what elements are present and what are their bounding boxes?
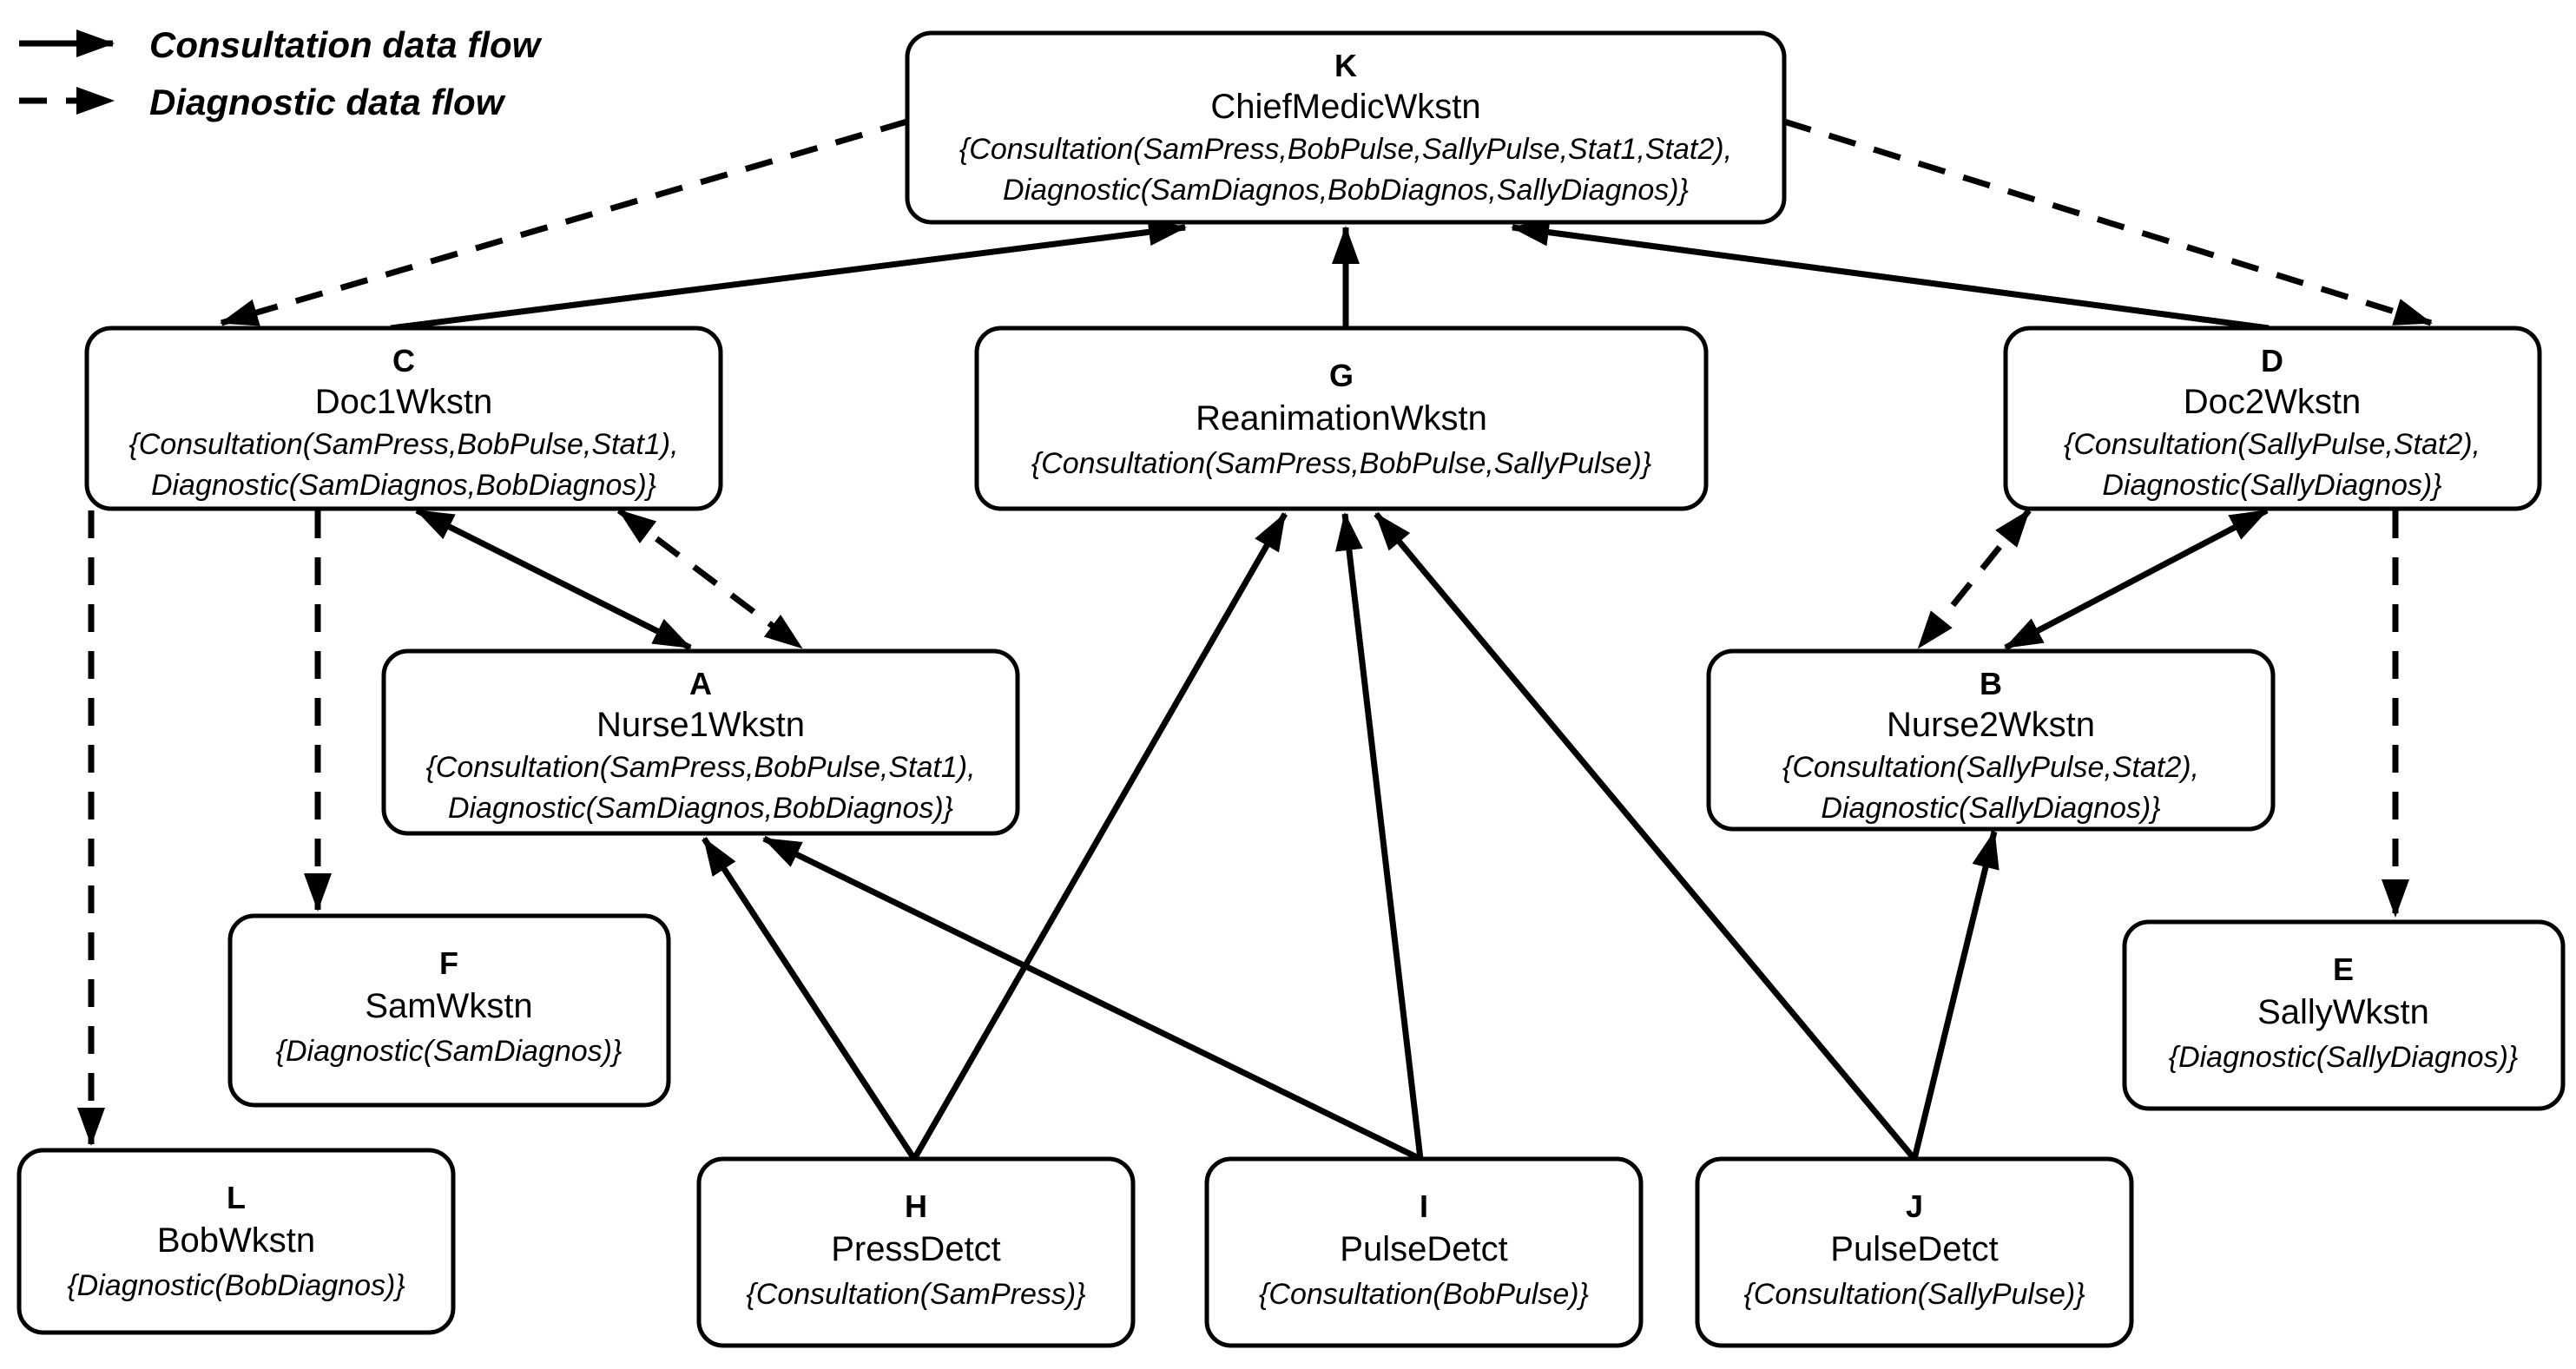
- node-A-box: [381, 648, 1020, 836]
- node-G-letter: G: [1329, 358, 1354, 393]
- edge-diagnostic-K-to-C: [220, 118, 908, 326]
- node-H-box: [696, 1156, 1136, 1348]
- edge-consultation-A-C-bidirectional: [415, 507, 692, 651]
- node-K-detail-2: Diagnostic(SamDiagnos,BobDiagnos,SallyDi…: [1003, 174, 1689, 207]
- node-F-box: [227, 913, 671, 1108]
- node-F-name: SamWkstn: [365, 987, 532, 1025]
- node-B-letter: B: [1980, 666, 2002, 701]
- edge-consultation-D-to-K: [1511, 218, 2270, 332]
- node-J: J PulseDetct {Consultation(SallyPulse)}: [1695, 1156, 2134, 1348]
- legend-consultation-label: Consultation data flow: [149, 24, 543, 65]
- node-L: L BobWkstn {Diagnostic(BobDiagnos)}: [16, 1148, 456, 1335]
- edge-consultation-I-to-A: [762, 835, 1422, 1162]
- node-B-detail-1: {Consultation(SallyPulse,Stat2),: [1782, 751, 2199, 784]
- node-I: I PulseDetct {Consultation(BobPulse)}: [1204, 1156, 1644, 1348]
- node-E-detail-1: {Diagnostic(SallyDiagnos)}: [2169, 1041, 2519, 1074]
- node-L-letter: L: [227, 1180, 246, 1215]
- node-E-box: [2122, 919, 2566, 1111]
- edge-consultation-H-to-A: [702, 837, 917, 1161]
- node-H-detail-1: {Consultation(SamPress)}: [746, 1278, 1085, 1311]
- node-D-box: [2003, 326, 2542, 511]
- node-J-detail-1: {Consultation(SallyPulse)}: [1743, 1278, 2085, 1311]
- edge-diagnostic-D-B-bidirectional: [1916, 508, 2032, 650]
- legend: Consultation data flow Diagnostic data f…: [19, 24, 543, 122]
- node-B-detail-2: Diagnostic(SallyDiagnos)}: [1821, 792, 2160, 825]
- node-C: C Doc1Wkstn {Consultation(SamPress,BobPu…: [84, 326, 723, 511]
- node-K-letter: K: [1334, 48, 1357, 83]
- node-D-detail-2: Diagnostic(SallyDiagnos)}: [2102, 469, 2441, 502]
- edge-consultation-C-to-K: [390, 218, 1187, 332]
- node-D-detail-1: {Consultation(SallyPulse,Stat2),: [2064, 428, 2480, 461]
- node-I-letter: I: [1420, 1188, 1428, 1224]
- nodes-layer: K ChiefMedicWkstn {Consultation(SamPress…: [16, 30, 2566, 1348]
- edge-diagnostic-K-to-D: [1782, 118, 2433, 326]
- node-J-box: [1695, 1156, 2134, 1348]
- node-G-box: [974, 326, 1709, 511]
- node-C-detail-1: {Consultation(SamPress,BobPulse,Stat1),: [128, 428, 678, 461]
- node-I-detail-1: {Consultation(BobPulse)}: [1259, 1278, 1589, 1311]
- node-G-detail-1: {Consultation(SamPress,BobPulse,SallyPul…: [1031, 447, 1651, 480]
- node-G: G ReanimationWkstn {Consultation(SamPres…: [974, 326, 1709, 511]
- node-D-name: Doc2Wkstn: [2184, 383, 2362, 421]
- edge-consultation-J-to-B: [1911, 830, 2000, 1160]
- node-C-letter: C: [392, 343, 415, 378]
- node-C-name: Doc1Wkstn: [315, 383, 493, 421]
- node-A-name: Nurse1Wkstn: [596, 706, 805, 744]
- node-G-name: ReanimationWkstn: [1196, 399, 1487, 438]
- node-K-detail-1: {Consultation(SamPress,BobPulse,SallyPul…: [959, 133, 1732, 166]
- node-F: F SamWkstn {Diagnostic(SamDiagnos)}: [227, 913, 671, 1108]
- edge-diagnostic-C-A-bidirectional: [616, 508, 804, 650]
- node-A-detail-2: Diagnostic(SamDiagnos,BobDiagnos)}: [448, 792, 953, 825]
- node-F-detail-1: {Diagnostic(SamDiagnos)}: [276, 1035, 623, 1068]
- node-I-box: [1204, 1156, 1644, 1348]
- node-F-letter: F: [439, 945, 458, 981]
- edge-consultation-J-to-G: [1374, 511, 1917, 1162]
- node-L-detail-1: {Diagnostic(BobDiagnos)}: [67, 1269, 405, 1302]
- node-J-name: PulseDetct: [1830, 1230, 1998, 1268]
- edge-consultation-I-to-G: [1334, 512, 1424, 1160]
- node-H: H PressDetct {Consultation(SamPress)}: [696, 1156, 1136, 1348]
- node-L-box: [16, 1148, 456, 1335]
- node-D: D Doc2Wkstn {Consultation(SallyPulse,Sta…: [2003, 326, 2542, 511]
- node-H-letter: H: [905, 1188, 927, 1224]
- node-L-name: BobWkstn: [157, 1221, 315, 1260]
- node-K: K ChiefMedicWkstn {Consultation(SamPress…: [905, 30, 1787, 225]
- node-B-name: Nurse2Wkstn: [1887, 706, 2095, 744]
- node-D-letter: D: [2261, 343, 2283, 378]
- legend-diagnostic-label: Diagnostic data flow: [149, 82, 506, 122]
- node-H-name: PressDetct: [831, 1230, 1001, 1268]
- node-I-name: PulseDetct: [1340, 1230, 1507, 1268]
- edge-consultation-H-to-G: [911, 512, 1288, 1161]
- node-A-detail-1: {Consultation(SamPress,BobPulse,Stat1),: [425, 751, 975, 784]
- edge-consultation-B-D-bidirectional: [2004, 507, 2269, 651]
- node-A-letter: A: [689, 666, 712, 701]
- edges-layer: [77, 118, 2433, 1162]
- node-A: A Nurse1Wkstn {Consultation(SamPress,Bob…: [381, 648, 1020, 836]
- node-C-box: [84, 326, 723, 511]
- node-E: E SallyWkstn {Diagnostic(SallyDiagnos)}: [2122, 919, 2566, 1111]
- node-C-detail-2: Diagnostic(SamDiagnos,BobDiagnos)}: [151, 469, 656, 502]
- node-K-box: [905, 30, 1787, 225]
- node-B: B Nurse2Wkstn {Consultation(SallyPulse,S…: [1706, 648, 2276, 832]
- node-E-letter: E: [2333, 951, 2354, 987]
- node-K-name: ChiefMedicWkstn: [1210, 88, 1480, 126]
- node-E-name: SallyWkstn: [2257, 993, 2429, 1031]
- node-J-letter: J: [1906, 1188, 1923, 1224]
- node-B-box: [1706, 648, 2276, 832]
